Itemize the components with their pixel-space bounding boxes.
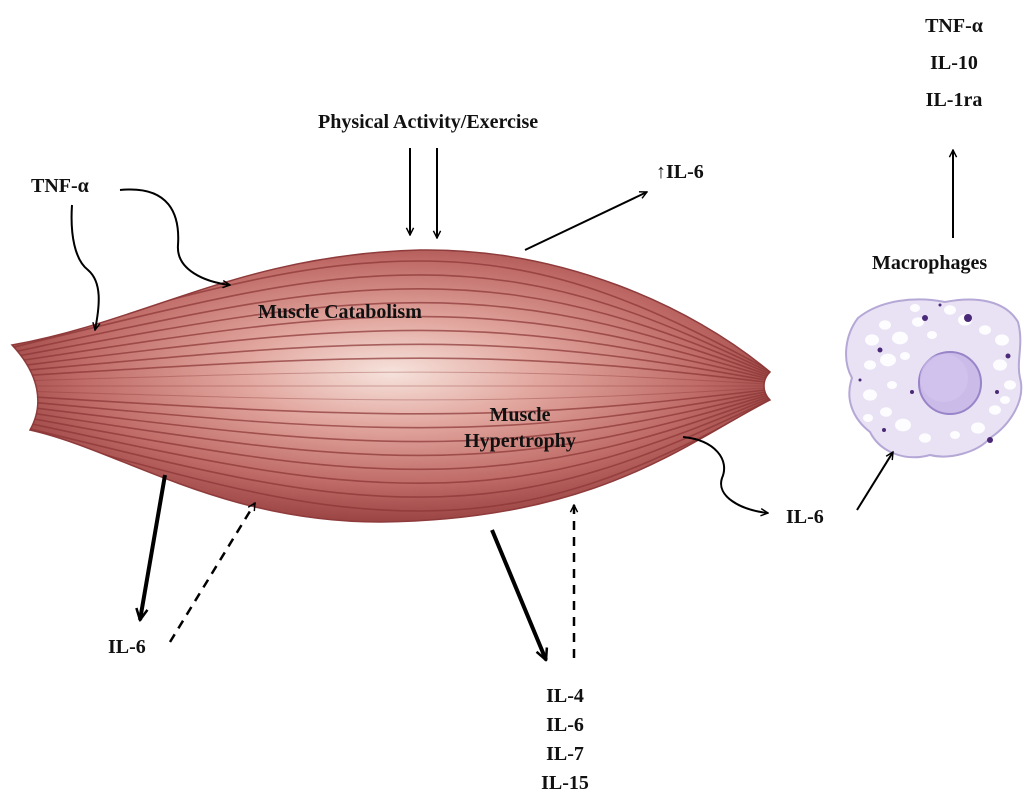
vacuole: [900, 352, 910, 360]
tnf-alpha-left-label: TNF-α: [31, 176, 89, 196]
vacuole: [993, 359, 1007, 370]
cytokine-il6: IL-6: [520, 711, 610, 740]
macrophages-label: Macrophages: [872, 253, 987, 273]
vacuole: [880, 354, 896, 367]
granule: [1006, 354, 1011, 359]
muscle-hypertrophy-line2: Hypertrophy: [452, 428, 588, 454]
il6-top-text: IL-6: [666, 161, 704, 183]
hypertrophy-to-il6-arrow: [683, 437, 768, 513]
granule: [964, 314, 972, 322]
vacuole: [989, 405, 1001, 415]
macrophage-output-tnf: TNF-α: [904, 8, 1004, 45]
macrophage-output-il1ra: IL-1ra: [904, 82, 1004, 119]
tnf-arrow-to-muscle-end: [72, 205, 99, 330]
granule: [922, 315, 928, 321]
vacuole: [919, 433, 931, 443]
vacuole: [979, 325, 991, 335]
muscle-catabolism-label: Muscle Catabolism: [258, 302, 422, 322]
granule: [995, 390, 999, 394]
il6-left-label: IL-6: [108, 637, 146, 657]
vacuole: [863, 389, 877, 400]
vacuole: [910, 304, 920, 312]
vacuole: [895, 419, 911, 432]
muscle-illustration: [0, 250, 780, 522]
il6-top-label: ↑IL-6: [656, 162, 704, 182]
il6-right-label: IL-6: [786, 507, 824, 527]
granule: [878, 348, 883, 353]
vacuole: [863, 414, 873, 422]
vacuole: [950, 431, 960, 439]
cytokines-release-arrow: [492, 530, 546, 660]
cytokine-il7: IL-7: [520, 740, 610, 769]
cytokine-il15: IL-15: [520, 769, 610, 798]
muscle-hypertrophy-line1: Muscle: [452, 402, 588, 428]
vacuole: [971, 422, 985, 433]
granule: [882, 428, 886, 432]
bottom-cytokine-list: IL-4 IL-6 IL-7 IL-15: [520, 682, 610, 798]
up-arrow-icon: ↑: [656, 161, 666, 183]
il6-release-arrow: [525, 192, 647, 250]
macrophage-cell: [846, 299, 1021, 457]
vacuole: [892, 332, 908, 345]
tnf-arrow-to-catabolism: [120, 189, 230, 285]
macrophage-output-il10: IL-10: [904, 45, 1004, 82]
vacuole: [887, 381, 897, 389]
macrophage-output-list: TNF-α IL-10 IL-1ra: [904, 8, 1004, 119]
exercise-label: Physical Activity/Exercise: [318, 112, 538, 132]
granule: [910, 390, 914, 394]
granule: [859, 379, 862, 382]
vacuole: [879, 320, 891, 330]
cytokine-il4: IL-4: [520, 682, 610, 711]
il6-left-release-arrow: [140, 475, 165, 620]
vacuole: [944, 305, 956, 315]
granule: [939, 304, 942, 307]
vacuole: [864, 360, 876, 370]
vacuole: [995, 334, 1009, 345]
vacuole: [927, 331, 937, 339]
il6-left-return-arrow: [170, 503, 255, 642]
muscle-hypertrophy-label: Muscle Hypertrophy: [452, 402, 588, 454]
vacuole: [1004, 380, 1016, 390]
vacuole: [865, 334, 879, 345]
vacuole: [1000, 396, 1010, 404]
il6-to-macrophage-arrow: [857, 452, 893, 510]
granule: [987, 437, 993, 443]
vacuole: [880, 407, 892, 417]
